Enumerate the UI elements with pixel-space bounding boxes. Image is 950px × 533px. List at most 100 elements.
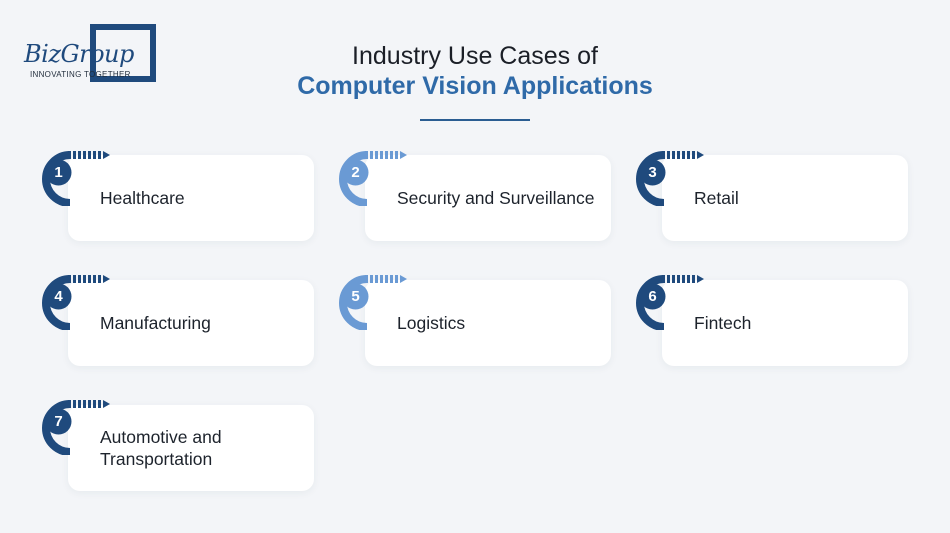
page-title-line1: Industry Use Cases of [352,42,598,70]
use-case-label: Automotive and Transportation [100,427,222,469]
badge-graphic [42,400,110,455]
use-case-label: Retail [694,188,739,208]
use-case-card-manufacturing: Manufacturing [68,280,314,366]
badge-grip-bar [83,275,86,283]
badge-grip-bar [98,151,101,159]
badge-grip-bar [78,400,81,408]
badge-graphic [636,151,704,206]
badge-grip-bar [83,400,86,408]
badge-number: 2 [351,164,360,181]
title-divider [420,119,530,121]
badge-grip-bar [385,151,388,159]
badge-grip-tip [697,151,704,159]
page-title-line2: Computer Vision Applications [297,72,653,100]
badge-grip-bar [682,275,685,283]
badge-grip-bar [93,400,96,408]
badge-grip-tip [697,275,704,283]
logo-tagline: INNOVATING TOGETHER [30,70,131,79]
bizgroup-logo: BizGroup INNOVATING TOGETHER [22,22,157,84]
badge-grip-bar [692,151,695,159]
badge-grip-tip [103,400,110,408]
badge-number: 5 [351,288,360,305]
badge-grip-bar [73,400,76,408]
logo-wordmark: BizGroup [24,40,134,68]
use-case-label: Healthcare [100,188,185,208]
badge-grip-bar [88,151,91,159]
badge-arc [339,151,368,206]
badge-arc [339,275,368,330]
number-badge-2: 2 [337,150,415,206]
use-case-card-fintech: Fintech [662,280,908,366]
badge-grip-bar [88,275,91,283]
badge-graphic [636,275,704,330]
badge-grip-tip [400,275,407,283]
badge-grip-bar [390,275,393,283]
badge-grip-bar [667,151,670,159]
badge-grip-bar [390,151,393,159]
badge-grip-bar [682,151,685,159]
badge-grip-bar [98,400,101,408]
badge-grip-bar [662,151,665,159]
badge-grip-bar [365,275,368,283]
badge-arc [636,275,665,330]
badge-grip-bar [73,151,76,159]
badge-grip-bar [672,151,675,159]
use-case-card-logistics: Logistics [365,280,611,366]
use-case-label: Logistics [397,313,466,333]
number-badge-1: 1 [40,150,118,206]
badge-number: 7 [54,413,63,430]
badge-grip-bar [93,275,96,283]
number-badge-3: 3 [634,150,712,206]
badge-grip-bar [687,151,690,159]
badge-grip-tip [400,151,407,159]
badge-grip-bar [68,151,71,159]
badge-grip-bar [83,151,86,159]
number-badge-4: 4 [40,274,118,330]
badge-grip-bar [375,275,378,283]
number-badge-6: 6 [634,274,712,330]
badge-number: 1 [54,164,63,181]
badge-circle [342,159,369,186]
use-case-card-healthcare: Healthcare [68,155,314,241]
badge-grip-bar [380,275,383,283]
badge-grip-bar [88,400,91,408]
badge-grip-bar [68,275,71,283]
badge-grip-bar [370,151,373,159]
badge-grip-tip [103,151,110,159]
use-case-card-security: Security and Surveillance [365,155,611,241]
badge-grip-bar [677,275,680,283]
badge-circle [45,283,72,310]
badge-circle [45,159,72,186]
badge-graphic [339,275,407,330]
badge-graphic [339,151,407,206]
use-case-label: Security and Surveillance [397,188,595,208]
badge-grip-bar [78,275,81,283]
badge-circle [639,283,666,310]
badge-graphic [42,151,110,206]
badge-grip-bar [375,151,378,159]
badge-grip-bar [68,400,71,408]
badge-grip-tip [103,275,110,283]
use-case-card-retail: Retail [662,155,908,241]
badge-circle [342,283,369,310]
badge-grip-bar [78,151,81,159]
badge-grip-bar [380,151,383,159]
use-case-label: Fintech [694,313,752,333]
badge-number: 6 [648,288,657,305]
badge-arc [42,275,71,330]
badge-grip-bar [365,151,368,159]
use-case-label: Manufacturing [100,313,211,333]
badge-circle [639,159,666,186]
badge-circle [45,408,72,435]
badge-grip-bar [73,275,76,283]
badge-arc [636,151,665,206]
badge-grip-bar [662,275,665,283]
badge-grip-bar [395,151,398,159]
badge-grip-bar [395,275,398,283]
badge-grip-bar [692,275,695,283]
badge-number: 4 [54,288,63,305]
badge-grip-bar [687,275,690,283]
badge-grip-bar [370,275,373,283]
badge-grip-bar [667,275,670,283]
badge-graphic [42,275,110,330]
